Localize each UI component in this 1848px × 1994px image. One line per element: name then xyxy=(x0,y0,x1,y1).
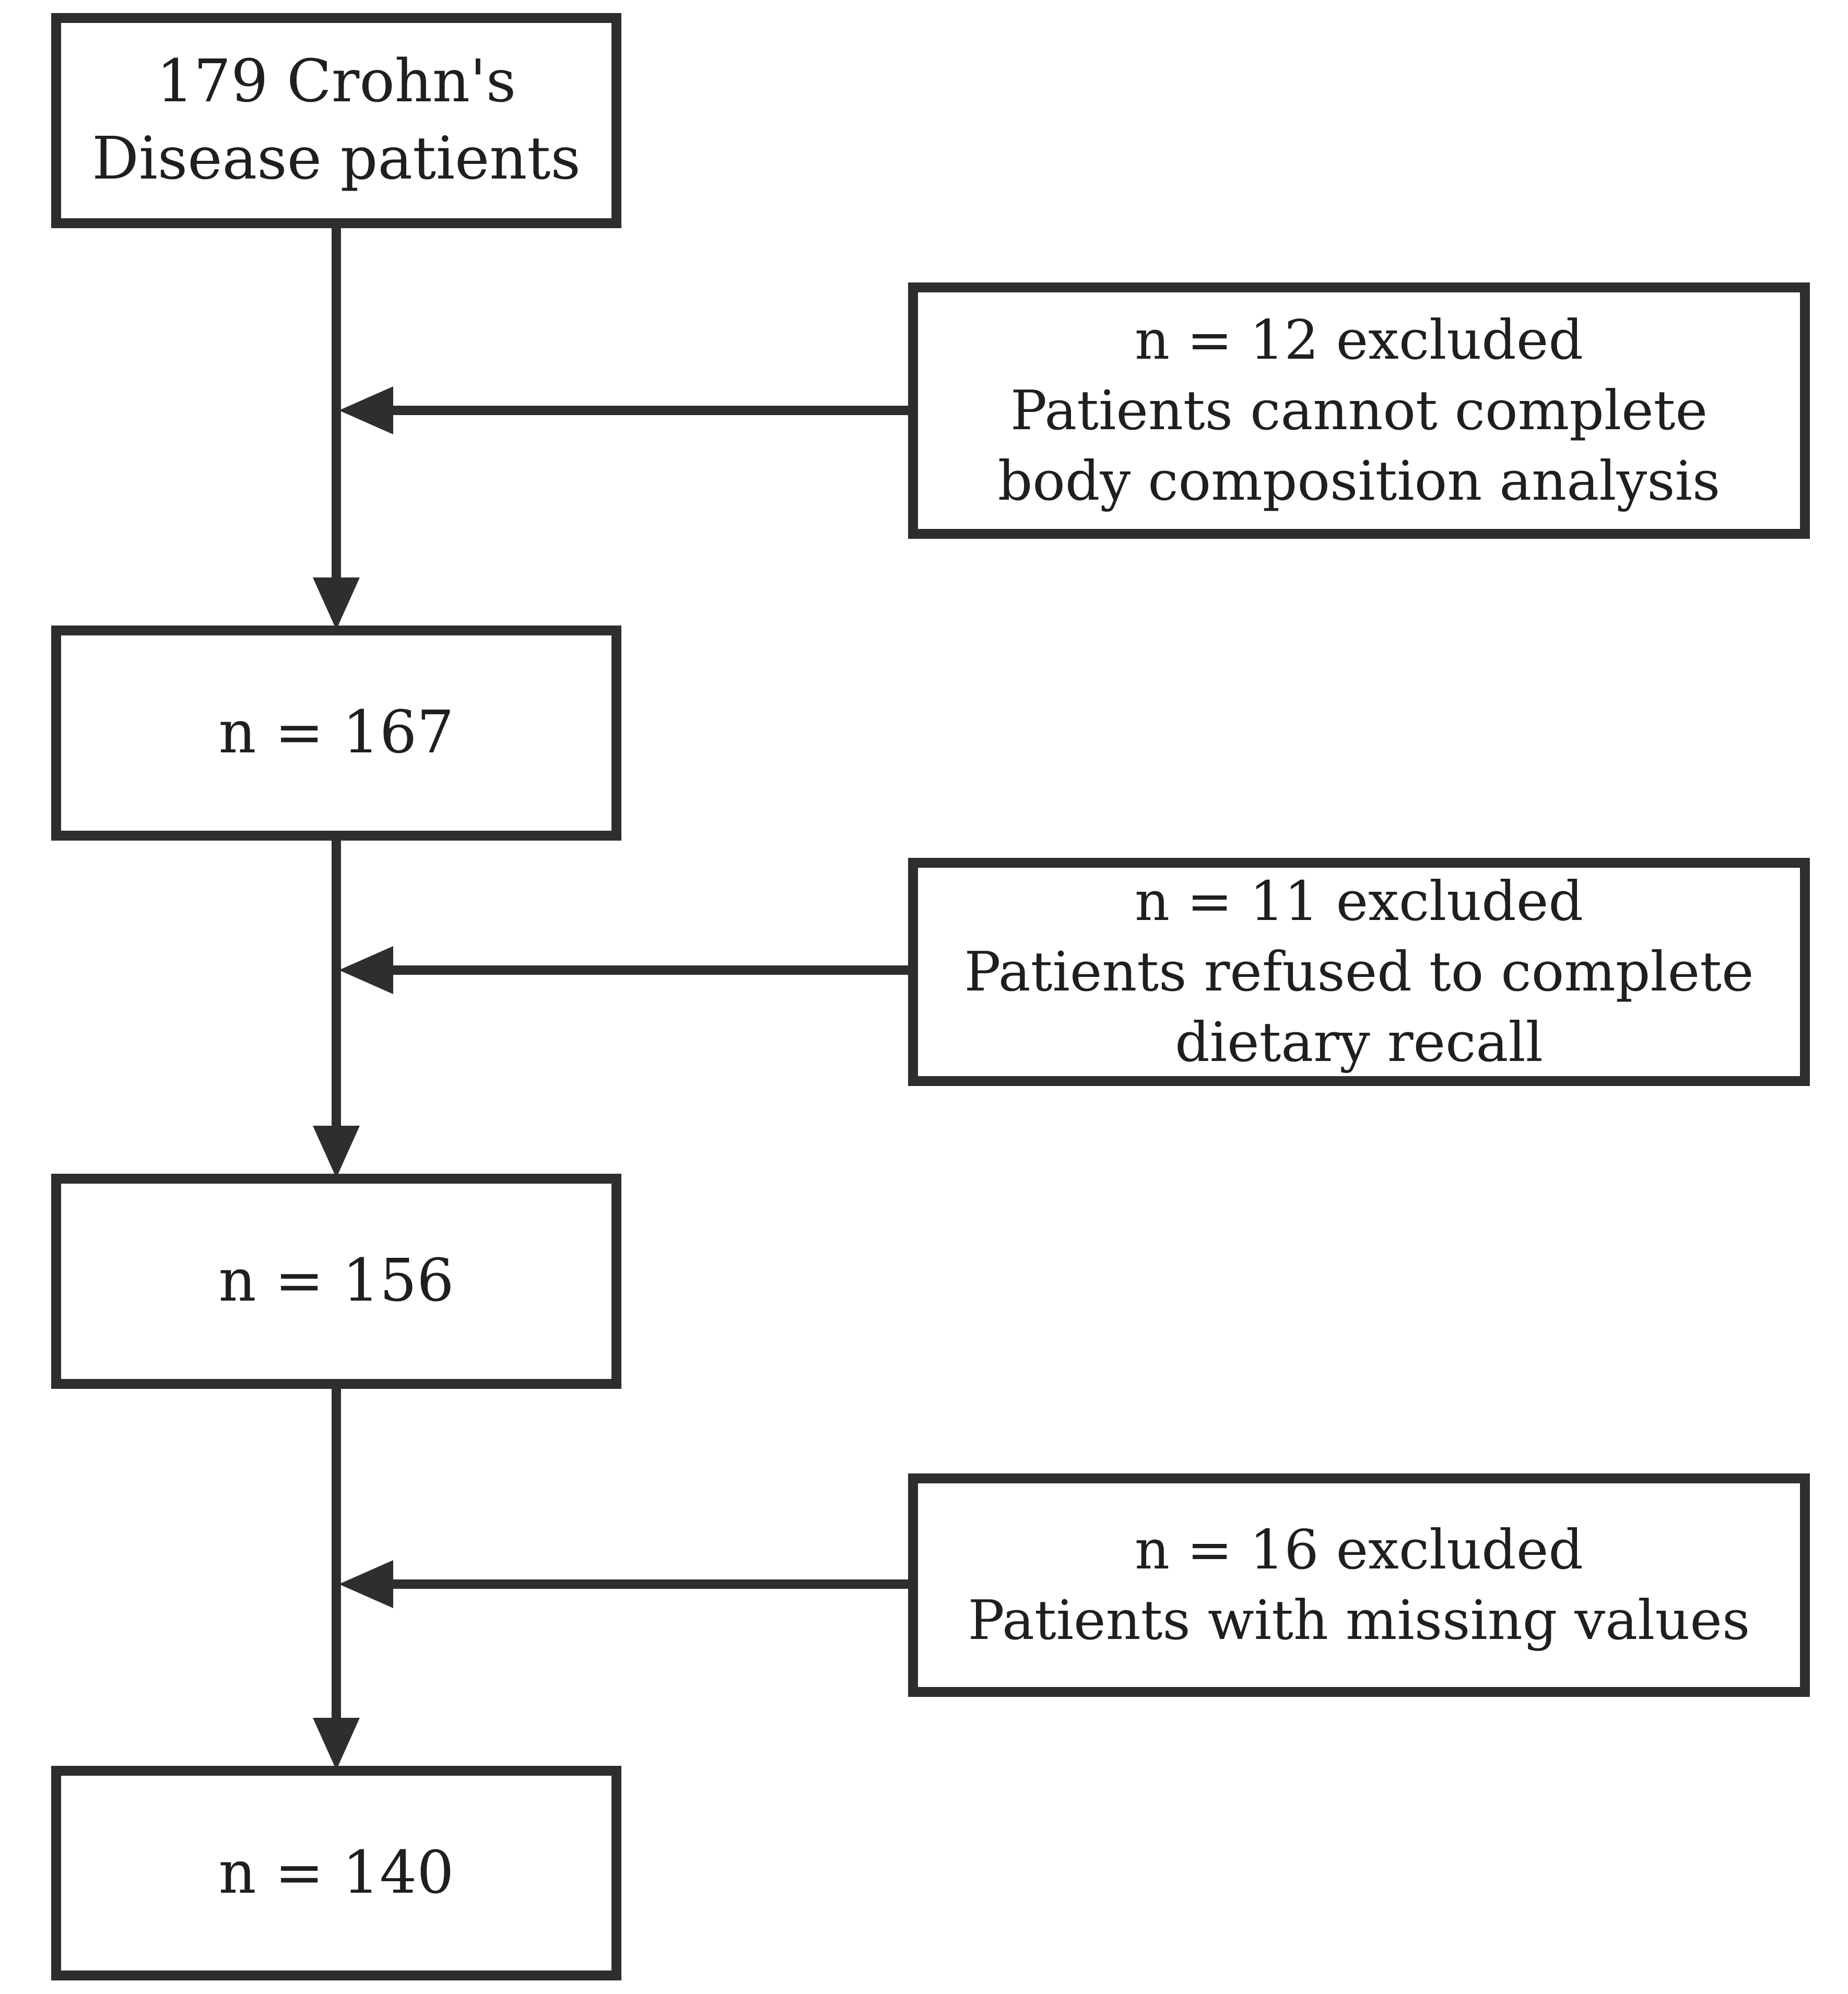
stage-box-n167: n = 167 xyxy=(51,626,621,841)
exclusion-box-line: n = 16 excluded xyxy=(1134,1517,1583,1582)
arrowhead-down-icon xyxy=(313,1126,360,1178)
stage-box-line: Disease patients xyxy=(92,125,581,193)
stage-box-n156: n = 156 xyxy=(51,1174,621,1389)
stage-box-line: n = 167 xyxy=(218,699,454,767)
stage-box-line: 179 Crohn's xyxy=(156,48,516,116)
exclusion-box-1: n = 12 excluded Patients cannot complete… xyxy=(908,282,1810,539)
flow-line-vertical-1 xyxy=(332,228,341,583)
stage-box-line: n = 140 xyxy=(218,1838,454,1907)
exclusion-arrow-line-2 xyxy=(389,965,909,975)
exclusion-box-line: n = 12 excluded xyxy=(1134,308,1583,372)
exclusion-box-line: Patients with missing values xyxy=(968,1588,1750,1652)
stage-box-n140: n = 140 xyxy=(51,1766,621,1980)
arrowhead-left-icon xyxy=(339,1560,393,1608)
exclusion-box-line: Patients cannot complete xyxy=(1010,378,1708,442)
flow-line-vertical-3 xyxy=(332,1389,341,1726)
stage-box-line: n = 156 xyxy=(218,1247,454,1315)
exclusion-box-line: Patients refused to complete xyxy=(964,939,1754,1004)
exclusion-box-line: dietary recall xyxy=(1175,1010,1543,1075)
arrowhead-down-icon xyxy=(313,577,360,630)
arrowhead-down-icon xyxy=(313,1718,360,1770)
exclusion-box-2: n = 11 excluded Patients refused to comp… xyxy=(908,858,1810,1086)
flow-line-vertical-2 xyxy=(332,841,341,1133)
stage-box-initial: 179 Crohn's Disease patients xyxy=(51,13,621,228)
exclusion-arrow-line-3 xyxy=(389,1579,909,1589)
exclusion-arrow-line-1 xyxy=(389,406,909,415)
arrowhead-left-icon xyxy=(339,946,393,994)
arrowhead-left-icon xyxy=(339,386,393,434)
exclusion-box-line: n = 11 excluded xyxy=(1134,869,1583,933)
exclusion-box-3: n = 16 excluded Patients with missing va… xyxy=(908,1473,1810,1697)
exclusion-box-line: body composition analysis xyxy=(997,449,1721,513)
